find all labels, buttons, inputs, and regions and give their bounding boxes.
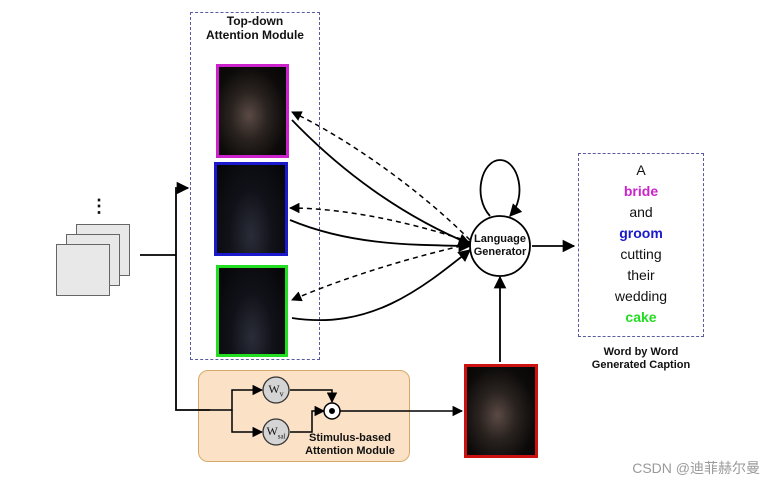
caption-word: their — [627, 267, 655, 283]
ellipsis-dots: ⋮ — [90, 196, 108, 216]
caption-title: Word by Word Generated Caption — [591, 346, 691, 371]
caption-word: cutting — [620, 246, 662, 262]
generator-self-loop — [479, 159, 523, 217]
caption-word-groom: groom — [619, 225, 663, 241]
dashed-to-groom — [288, 202, 471, 243]
caption-word-cake: cake — [625, 309, 657, 325]
dashed-to-bride — [291, 111, 471, 241]
caption-word: and — [629, 204, 653, 220]
caption-word: wedding — [614, 288, 668, 304]
caption-word-bride: bride — [623, 183, 659, 199]
language-generator-node — [469, 215, 531, 277]
stimulus-based-attention-module — [198, 370, 410, 462]
video-frames-stack: ⋮ — [48, 196, 138, 306]
elementwise-product-dot — [329, 408, 335, 414]
attention-frame-cake — [216, 265, 288, 357]
solid-from-cake — [291, 249, 471, 322]
attention-frame-groom — [214, 162, 288, 256]
solid-from-groom — [289, 219, 472, 253]
generated-caption-box: A bride and groom cutting their wedding … — [578, 153, 704, 337]
wv-label: Wv — [268, 382, 284, 399]
wv-node — [262, 376, 290, 404]
dashed-to-cake — [291, 243, 471, 302]
stimulus-module-title: Stimulus-based Attention Module — [305, 432, 395, 457]
top-down-module-title: Top-down Attention Module — [206, 14, 304, 42]
branch-to-top-down — [175, 181, 190, 255]
top-down-attention-module — [190, 12, 320, 360]
stimulus-attention-frame — [464, 364, 538, 458]
video-frame — [56, 244, 110, 296]
wv-to-product — [290, 389, 338, 404]
solid-from-bride — [291, 119, 472, 246]
to-wsal-line — [231, 410, 264, 438]
to-wv-line — [210, 384, 264, 411]
wsal-node — [262, 418, 290, 446]
wsal-label: Wsal — [266, 424, 286, 441]
language-generator-label: Language Generator — [473, 233, 527, 258]
watermark: CSDN @迪菲赫尔曼 — [632, 460, 760, 476]
caption-word: A — [636, 162, 646, 178]
branch-to-stimulus — [175, 255, 210, 411]
attention-frame-bride — [216, 64, 289, 158]
wsal-to-product — [290, 405, 326, 433]
